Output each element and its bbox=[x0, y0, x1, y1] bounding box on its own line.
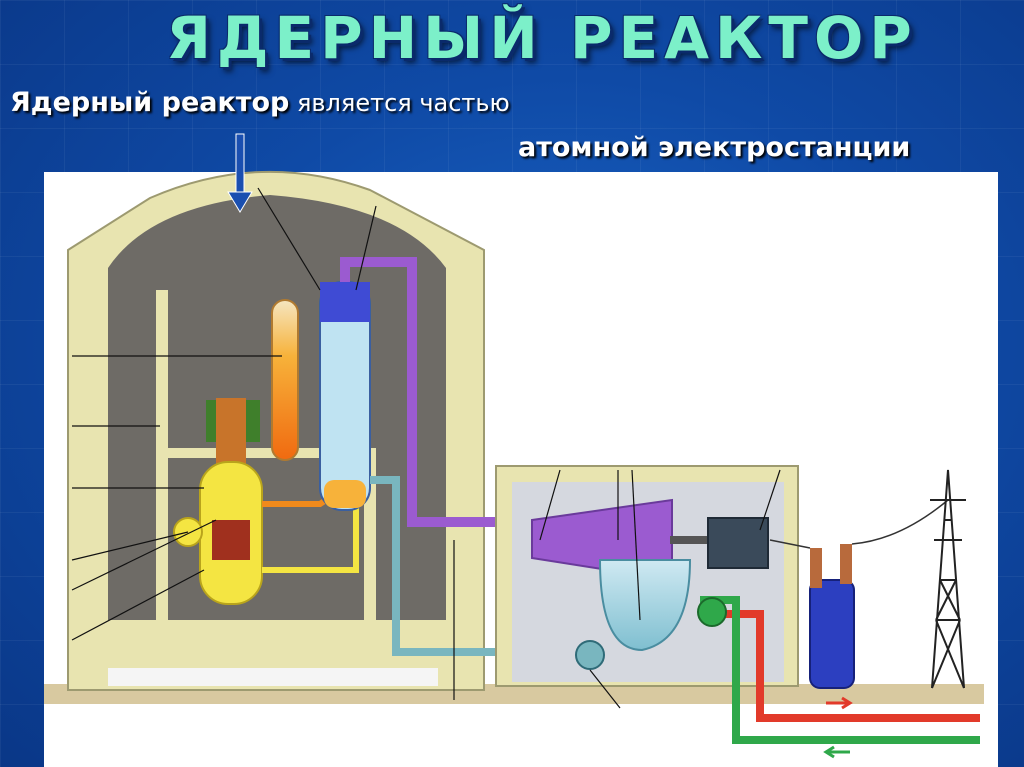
cooling-water-hot bbox=[700, 610, 980, 722]
subtitle-line-1: Ядерный реактор является частью bbox=[10, 87, 510, 118]
leader-lines bbox=[71, 187, 781, 709]
generator bbox=[707, 517, 769, 569]
reactor-core bbox=[212, 520, 250, 560]
pressurizer bbox=[271, 299, 299, 461]
condenser bbox=[598, 559, 692, 652]
power-line bbox=[769, 499, 949, 549]
flow-arrow-out bbox=[826, 696, 853, 710]
subtitle-bold: Ядерный реактор bbox=[10, 87, 290, 118]
steam-pipe bbox=[340, 257, 540, 527]
primary-loop-cold bbox=[262, 500, 359, 573]
cooling-pump-icon bbox=[697, 597, 727, 627]
steam-generator-top bbox=[320, 282, 370, 322]
power-pylon bbox=[930, 469, 966, 689]
down-arrow-icon bbox=[227, 133, 253, 213]
subtitle-regular: является частью bbox=[289, 89, 510, 117]
inner-wall-left bbox=[156, 290, 168, 620]
flow-arrow-in bbox=[823, 745, 850, 759]
insulator-right bbox=[840, 544, 852, 584]
building-base bbox=[108, 668, 438, 686]
insulator-left bbox=[810, 548, 822, 588]
condensate-pump-icon bbox=[575, 640, 605, 670]
transformer bbox=[809, 579, 855, 689]
shaft bbox=[670, 536, 710, 544]
steam-generator-bottom bbox=[324, 480, 366, 508]
subtitle-line-2: атомной электростанции bbox=[518, 132, 911, 163]
slide-title: ЯДЕРНЫЙ РЕАКТОР bbox=[166, 4, 918, 72]
inner-floor bbox=[156, 448, 376, 458]
